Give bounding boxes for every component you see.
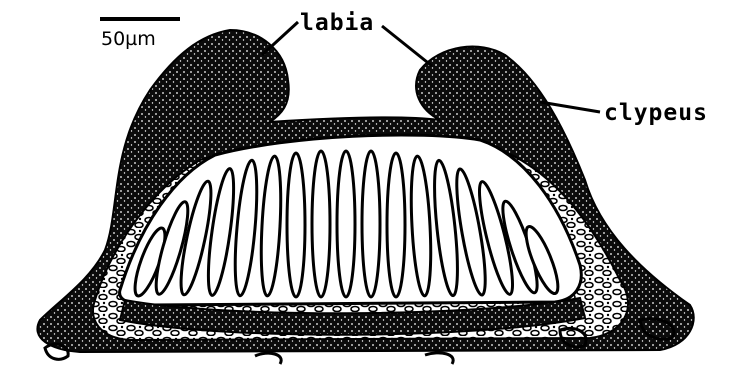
- label-labia: labia: [262, 10, 432, 66]
- column-cell: [312, 151, 330, 297]
- scale-bar-label: 50µm: [101, 28, 156, 50]
- column-cell: [287, 153, 305, 297]
- column-cell: [362, 151, 380, 297]
- label-clypeus-text: clypeus: [604, 100, 708, 126]
- scale-bar-line: [100, 17, 180, 21]
- debris-fragment: [255, 353, 281, 364]
- label-labia-text: labia: [300, 10, 374, 36]
- debris-fragment: [425, 353, 453, 364]
- scale-bar: 50µm: [100, 17, 180, 50]
- labia-leader-right: [382, 26, 432, 66]
- labia-leader-left: [262, 22, 298, 55]
- column-cell: [387, 153, 405, 297]
- label-clypeus: clypeus: [540, 100, 708, 126]
- column-cell: [337, 151, 355, 297]
